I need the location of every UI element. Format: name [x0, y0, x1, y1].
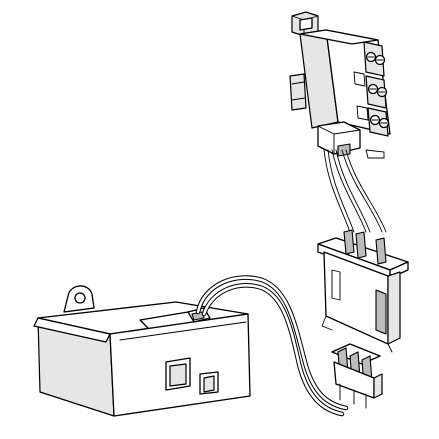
window-cutout [199, 371, 219, 395]
mounting-hole [74, 292, 86, 304]
wire [335, 149, 371, 233]
wire [345, 149, 387, 233]
indicator-window [356, 105, 369, 121]
wire [341, 149, 383, 233]
mounting-bracket [33, 285, 251, 417]
connecting-cable [195, 275, 349, 417]
plug-connector [317, 229, 409, 353]
connector-pin [355, 231, 367, 259]
mounting-ear [63, 285, 95, 313]
wire [331, 149, 367, 233]
wiring-harness [323, 149, 387, 233]
wire [327, 149, 355, 233]
latch [375, 289, 387, 335]
connector-socket [331, 343, 383, 409]
left-mounting-lug [289, 73, 307, 111]
connector-pin [375, 237, 387, 265]
screw-terminal-block [363, 41, 390, 137]
wire [323, 149, 351, 233]
window-cutout [165, 357, 191, 391]
indicator-window [353, 71, 366, 87]
module-bottom-connector [317, 121, 385, 159]
module-top-face [299, 29, 379, 45]
connector-pin [343, 229, 355, 255]
auxiliary-contact-module [289, 11, 391, 159]
